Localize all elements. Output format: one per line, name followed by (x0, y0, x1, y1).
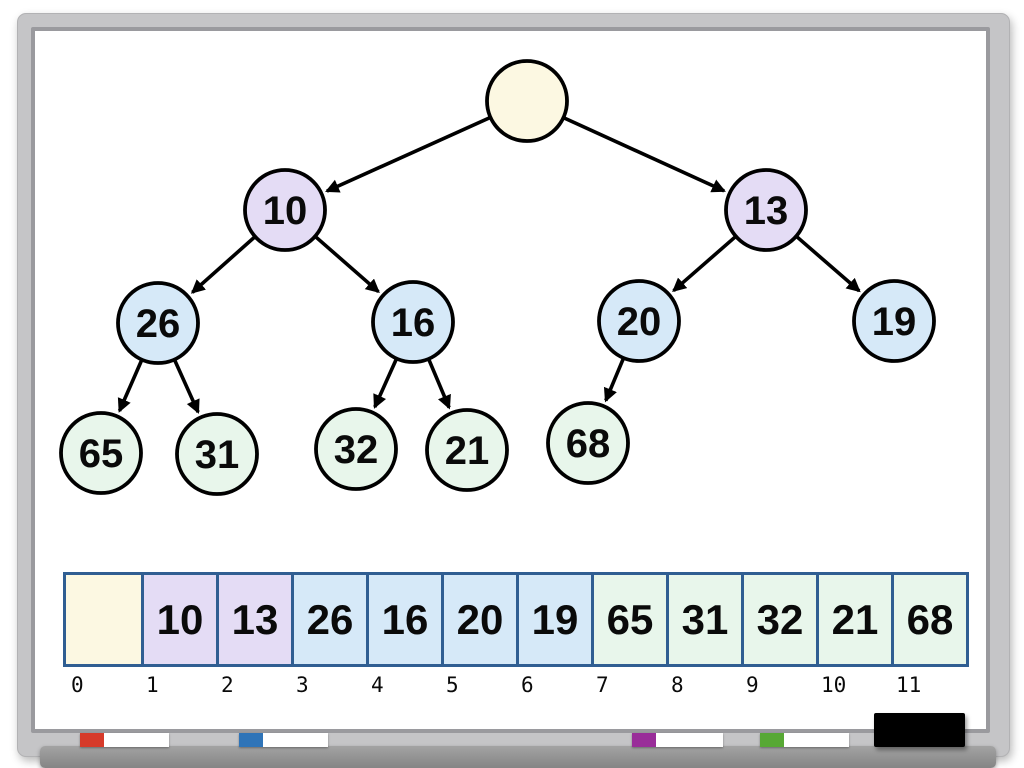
marker-red-body (104, 733, 169, 747)
tree-edge-root-13 (562, 115, 726, 193)
tree-edge-26-31 (172, 358, 200, 414)
tree-node-21-label: 21 (445, 429, 490, 473)
array-cell-8: 31 (666, 575, 741, 664)
tree-nodes: 10 13 26 16 20 19 (59, 59, 936, 496)
array-cell-5: 20 (441, 575, 516, 664)
array-index-label-3: 3 (296, 673, 309, 697)
marker-purple-body (656, 733, 723, 747)
tree-node-65-label: 65 (79, 432, 124, 476)
tree-node-68: 68 (546, 401, 630, 485)
tree-edge-10-16 (313, 234, 380, 294)
tree-node-root (485, 59, 569, 143)
tree-node-root-circle (485, 59, 569, 143)
array-cell-6: 19 (516, 575, 591, 664)
array-cell-0 (66, 575, 141, 664)
tree-node-32-circle (314, 407, 398, 491)
tree-node-65: 65 (59, 411, 143, 495)
tree-edge-20-68 (603, 357, 626, 403)
tree-node-10-label: 10 (263, 189, 308, 233)
tree-edge-13-20 (672, 234, 738, 293)
tree-node-32: 32 (314, 407, 398, 491)
array-index-label-8: 8 (671, 673, 684, 697)
tree-node-21-circle (425, 408, 509, 492)
array-index-label-7: 7 (596, 673, 609, 697)
array-cell-11: 68 (891, 575, 966, 664)
tree-node-20-label: 20 (617, 300, 662, 344)
tree-edge-16-32 (373, 357, 399, 409)
array-cell-3: 26 (291, 575, 366, 664)
tree-node-31-circle (175, 412, 259, 496)
array-index-label-1: 1 (146, 673, 159, 697)
tree-edges (117, 115, 861, 414)
tree-edge-26-65 (117, 358, 144, 413)
tree-edge-13-19 (795, 234, 861, 293)
array-cell-9: 32 (741, 575, 816, 664)
marker-blue[interactable] (239, 733, 328, 747)
array-index-label-5: 5 (446, 673, 459, 697)
tree-node-10: 10 (243, 168, 327, 252)
tree-node-31: 31 (175, 412, 259, 496)
tree-node-13: 13 (724, 168, 808, 252)
tree-node-65-circle (59, 411, 143, 495)
tree-node-68-label: 68 (566, 422, 611, 466)
tree-node-16-circle (371, 280, 455, 364)
marker-red[interactable] (80, 733, 169, 747)
tree-edge-root-10 (325, 115, 492, 193)
array-index-label-2: 2 (221, 673, 234, 697)
tree-edge-16-21 (426, 358, 451, 410)
array-cell-7: 65 (591, 575, 666, 664)
tree-node-16-label: 16 (391, 301, 436, 345)
eraser[interactable] (874, 713, 965, 747)
tree-node-13-circle (724, 168, 808, 252)
marker-red-cap-icon (80, 733, 104, 747)
tree-node-68-circle (546, 401, 630, 485)
tree-node-19-label: 19 (872, 300, 917, 344)
marker-blue-body (263, 733, 328, 747)
tree-edge-10-26 (190, 235, 257, 294)
tree-node-26-label: 26 (136, 302, 181, 346)
array-cell-1: 10 (141, 575, 216, 664)
marker-purple[interactable] (632, 733, 723, 747)
tree-node-10-circle (243, 168, 327, 252)
tree-node-26: 26 (116, 281, 200, 365)
tree-node-31-label: 31 (195, 433, 240, 477)
tree-node-26-circle (116, 281, 200, 365)
array-index-label-6: 6 (521, 673, 534, 697)
array-index-label-0: 0 (71, 673, 84, 697)
marker-green-cap-icon (760, 733, 784, 747)
tree-node-13-label: 13 (744, 189, 789, 233)
marker-purple-cap-icon (632, 733, 656, 747)
marker-green-body (784, 733, 849, 747)
marker-tray (40, 746, 996, 768)
tree-node-32-label: 32 (334, 428, 379, 472)
array-cell-2: 13 (216, 575, 291, 664)
array-cell-4: 16 (366, 575, 441, 664)
array-index-label-9: 9 (746, 673, 759, 697)
tree-node-20: 20 (597, 279, 681, 363)
tree-node-16: 16 (371, 280, 455, 364)
marker-blue-cap-icon (239, 733, 263, 747)
array-index-label-10: 10 (821, 673, 847, 697)
tree-node-19: 19 (852, 279, 936, 363)
array-cell-10: 21 (816, 575, 891, 664)
array-index-label-11: 11 (896, 673, 922, 697)
tree-node-19-circle (852, 279, 936, 363)
heap-array: 10 13 26 16 20 19 65 31 32 21 68 (63, 572, 969, 667)
marker-green[interactable] (760, 733, 849, 747)
array-indices: 0 1 2 3 4 5 6 7 8 9 10 11 (66, 673, 966, 697)
tree-node-21: 21 (425, 408, 509, 492)
tree-node-20-circle (597, 279, 681, 363)
array-index-label-4: 4 (371, 673, 384, 697)
